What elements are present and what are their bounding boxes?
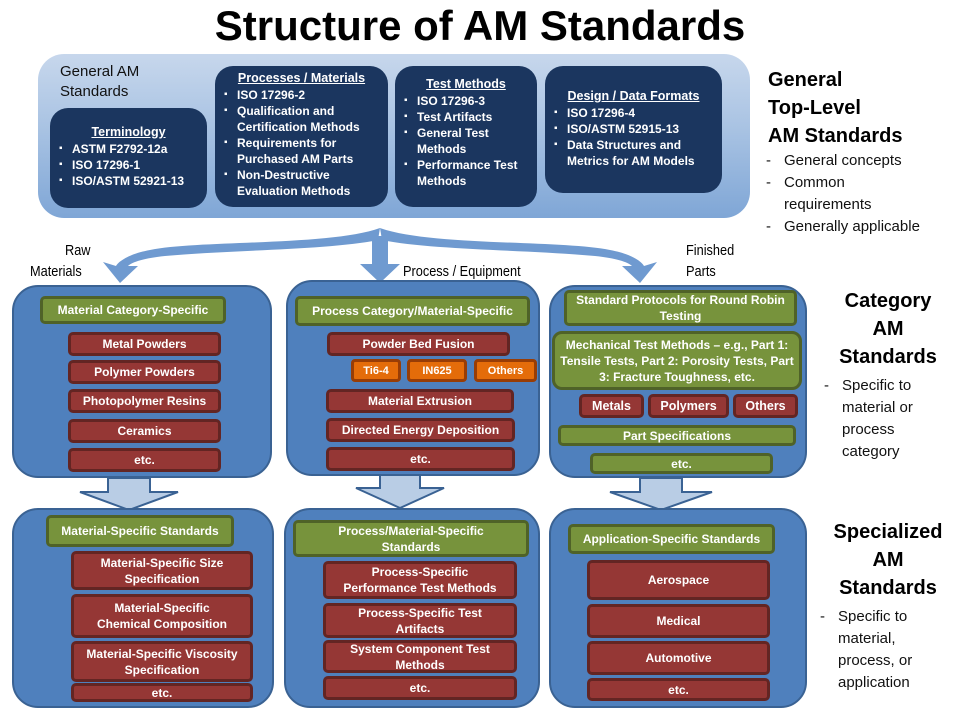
specialized-application-item: Aerospace — [587, 560, 770, 600]
specialized-materials-item: Material-Specific Size Specification — [71, 551, 253, 590]
branch-arrow-center — [360, 236, 400, 283]
design-data-formats-box: Design / Data Formats ISO 17296-4 ISO/AS… — [545, 66, 722, 193]
list-item: ISO/ASTM 52921-13 — [59, 173, 199, 189]
category-process-item: Powder Bed Fusion — [327, 332, 510, 356]
flow-label-parts: Parts — [686, 263, 716, 280]
category-parts-mechanical: Mechanical Test Methods – e.g., Part 1: … — [552, 331, 802, 390]
specialized-process-item: Process-Specific Test Artifacts — [323, 603, 517, 638]
category-materials-header: Material Category-Specific — [40, 296, 226, 324]
category-process-item: Directed Energy Deposition — [326, 418, 515, 442]
side-middle: Category AM Standards Specific to materi… — [820, 287, 956, 463]
category-materials-item: Photopolymer Resins — [68, 389, 221, 413]
specialized-application-item: Medical — [587, 604, 770, 638]
side-bullet: Specific to material, process, or applic… — [816, 606, 938, 694]
list-item: ISO 17296-1 — [59, 157, 199, 173]
list-item: ASTM F2792-12a — [59, 141, 199, 157]
category-parts-header: Standard Protocols for Round Robin Testi… — [564, 290, 797, 326]
heading-line: AM — [872, 318, 904, 340]
list-item: Qualification and Certification Methods — [224, 103, 380, 135]
category-process-item: etc. — [326, 447, 515, 471]
specialized-materials-item: Material-Specific Chemical Composition — [71, 594, 253, 638]
heading-line: AM Standards — [768, 125, 903, 147]
box-heading: Design / Data Formats — [567, 89, 700, 103]
flow-label-materials: Materials — [30, 263, 82, 280]
list-item: ISO/ASTM 52915-13 — [554, 121, 714, 137]
category-process-subitem: Ti6-4 — [351, 359, 401, 382]
category-materials-item: etc. — [68, 448, 221, 472]
heading-line: Standards — [839, 577, 937, 599]
branch-arrow-right — [380, 228, 657, 283]
down-arrow-materials — [79, 477, 179, 512]
list-item: Performance Test Methods — [404, 157, 529, 189]
side-heading: Specialized AM Standards — [816, 518, 960, 602]
heading-line: Specialized — [833, 521, 943, 543]
list-item: Non-Destructive Evaluation Methods — [224, 167, 380, 199]
specialized-application-item: Automotive — [587, 641, 770, 675]
category-parts-subitem: Metals — [579, 394, 644, 418]
list-item: Requirements for Purchased AM Parts — [224, 135, 380, 167]
list-item: General Test Methods — [404, 125, 529, 157]
list-item: Data Structures and Metrics for AM Model… — [554, 137, 714, 169]
test-methods-box: Test Methods ISO 17296-3 Test Artifacts … — [395, 66, 537, 207]
specialized-application-header: Application-Specific Standards — [568, 524, 775, 554]
category-process-subitem: IN625 — [407, 359, 467, 382]
heading-line: General — [768, 69, 843, 91]
category-materials-item: Ceramics — [68, 419, 221, 443]
category-parts-subitem: Others — [733, 394, 798, 418]
specialized-process-header: Process/Material-Specific Standards — [293, 520, 529, 557]
category-process-header: Process Category/Material-Specific — [295, 296, 530, 326]
category-materials-item: Metal Powders — [68, 332, 221, 356]
heading-line: Top-Level — [768, 97, 861, 119]
category-parts-specifications: Part Specifications — [558, 425, 796, 446]
category-parts-subitem: Polymers — [648, 394, 729, 418]
flow-label-raw: Raw — [65, 242, 91, 259]
box-heading: Processes / Materials — [237, 71, 366, 85]
list-item: ISO 17296-2 — [224, 87, 380, 103]
heading-line: AM — [872, 549, 904, 571]
side-heading: General Top-Level AM Standards — [768, 66, 958, 150]
flow-label-process-equipment: Process / Equipment — [403, 263, 521, 280]
specialized-materials-header: Material-Specific Standards — [46, 515, 234, 547]
side-bottom: Specialized AM Standards Specific to mat… — [816, 518, 960, 694]
specialized-process-item: System Component Test Methods — [323, 640, 517, 673]
category-materials-item: Polymer Powders — [68, 360, 221, 384]
specialized-materials-item: Material-Specific Viscosity Specificatio… — [71, 641, 253, 682]
category-parts-etc: etc. — [590, 453, 773, 474]
side-heading: Category AM Standards — [820, 287, 956, 371]
specialized-process-item: etc. — [323, 676, 517, 700]
heading-line: Standards — [839, 346, 937, 368]
page-title: Structure of AM Standards — [214, 2, 746, 49]
branch-arrow-left — [103, 228, 380, 283]
box-heading: Test Methods — [426, 77, 506, 91]
processes-materials-box: Processes / Materials ISO 17296-2 Qualif… — [215, 66, 388, 207]
list-item: ISO 17296-3 — [404, 93, 529, 109]
category-process-subitem: Others — [474, 359, 537, 382]
side-bullet: Common requirements — [762, 172, 884, 216]
general-standards-label: General AM Standards — [60, 63, 140, 100]
side-bullet: Generally applicable — [762, 216, 958, 238]
heading-line: Category — [844, 290, 932, 312]
specialized-application-item: etc. — [587, 678, 770, 701]
list-item: ISO 17296-4 — [554, 105, 714, 121]
box-heading: Terminology — [91, 125, 166, 139]
side-bullet: General concepts — [762, 150, 958, 172]
specialized-materials-item: etc. — [71, 683, 253, 702]
side-top: General Top-Level AM Standards General c… — [766, 66, 958, 238]
side-bullet: Specific to material or process category — [820, 375, 932, 463]
flow-label-finished: Finished — [686, 242, 735, 259]
down-arrow-parts — [609, 477, 713, 512]
list-item: Test Artifacts — [404, 109, 529, 125]
terminology-box: Terminology ASTM F2792-12a ISO 17296-1 I… — [50, 108, 207, 208]
category-process-item: Material Extrusion — [326, 389, 514, 413]
specialized-process-item: Process-Specific Performance Test Method… — [323, 561, 517, 599]
